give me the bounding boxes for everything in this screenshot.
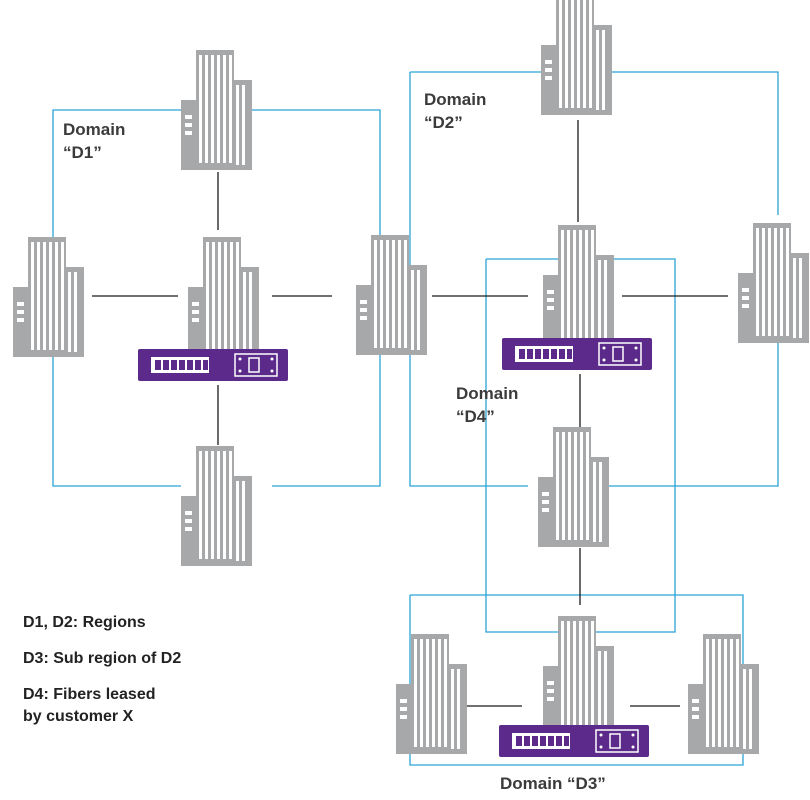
office-building-icon xyxy=(541,0,612,115)
domain-d2-label-line1: Domain xyxy=(424,90,487,109)
network-device-icon xyxy=(137,348,289,382)
office-building-icon xyxy=(738,223,809,343)
domain-d4-label: Domain “D4” xyxy=(456,382,518,428)
office-building-icon xyxy=(688,634,759,754)
domain-d1-label: Domain “D1” xyxy=(63,118,125,164)
office-building-icon xyxy=(538,427,609,547)
domain-d4-label-line2: “D4” xyxy=(456,407,495,426)
office-building-icon xyxy=(396,634,467,754)
domain-d4-label-line1: Domain xyxy=(456,384,519,403)
office-building-icon xyxy=(13,237,84,357)
domain-d1-label-line2: “D1” xyxy=(63,143,102,162)
office-building-icon xyxy=(181,446,252,566)
domain-d1-label-line1: Domain xyxy=(63,120,126,139)
legend-line-fibers: D4: Fibers leased xyxy=(23,686,156,703)
legend-line-subregion: D3: Sub region of D2 xyxy=(23,650,182,667)
office-building-icon xyxy=(181,50,252,170)
network-device-icon xyxy=(498,724,650,758)
office-building-icon xyxy=(543,225,614,345)
legend-line-regions: D1, D2: Regions xyxy=(23,614,146,631)
domain-d2-outline xyxy=(409,71,779,487)
legend-line-customer: by customer X xyxy=(23,708,134,725)
office-building-icon xyxy=(188,237,259,357)
domain-d3-label: Domain “D3” xyxy=(500,774,606,793)
domain-d2-label: Domain “D2” xyxy=(424,88,486,134)
domain-d2-label-line2: “D2” xyxy=(424,113,463,132)
office-building-icon xyxy=(356,235,427,355)
network-device-icon xyxy=(501,337,653,371)
office-building-icon xyxy=(543,616,614,736)
